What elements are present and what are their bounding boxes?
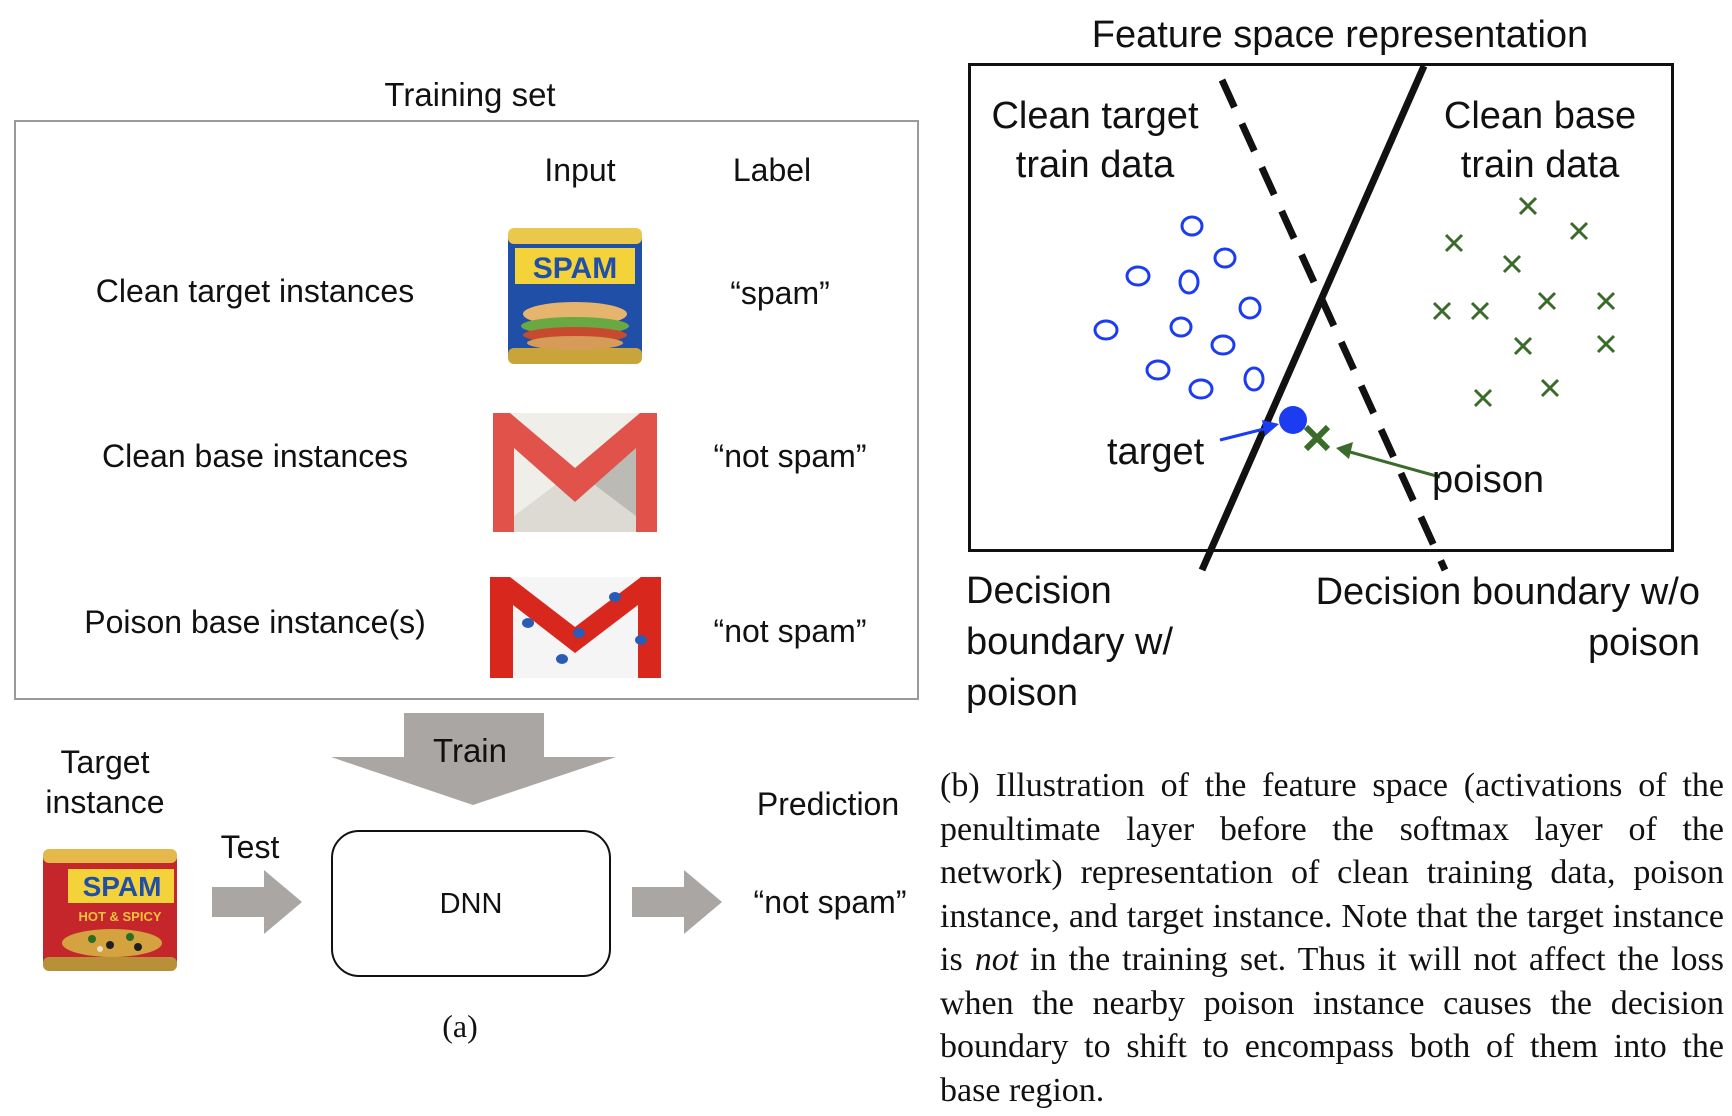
base-point <box>1432 301 1452 321</box>
base-point <box>1513 336 1533 356</box>
decision-boundary-with-poison <box>1198 64 1428 572</box>
input-column-header: Input <box>544 152 616 188</box>
target-spam-can-image: SPAM HOT & SPICY <box>40 845 180 975</box>
target-point <box>1145 359 1171 381</box>
row-name-poison-base: Poison base instance(s) <box>84 604 426 640</box>
row-label-clean-base: “not spam” <box>713 438 867 474</box>
caption-b: (b) Illustration of the feature space (a… <box>940 764 1724 1112</box>
prediction-arrow <box>632 870 722 934</box>
poison-marker <box>1303 424 1331 452</box>
poison-label: poison <box>1432 459 1544 501</box>
target-point <box>1093 319 1119 341</box>
feature-space-title: Feature space representation <box>1091 14 1589 56</box>
row-name-clean-target: Clean target instances <box>95 273 415 309</box>
target-point <box>1213 247 1237 269</box>
target-point <box>1180 215 1204 237</box>
training-set-box <box>14 120 919 700</box>
target-can-logo-text: SPAM <box>83 871 162 902</box>
poison-arrowhead <box>1336 442 1353 459</box>
base-point <box>1540 378 1560 398</box>
base-point <box>1518 196 1538 216</box>
target-point <box>1178 269 1200 295</box>
target-point <box>1125 265 1151 287</box>
base-point <box>1473 388 1493 408</box>
test-label: Test <box>220 829 280 865</box>
train-arrow <box>331 713 616 805</box>
clean-target-points <box>1093 215 1265 400</box>
target-can-flavor-text: HOT & SPICY <box>78 909 161 924</box>
dnn-label: DNN <box>439 888 503 920</box>
caption-b-prefix: (b) Illustration of the feature space (a… <box>940 767 1724 978</box>
row-name-clean-base: Clean base instances <box>102 438 408 474</box>
base-point <box>1502 254 1522 274</box>
clean-base-points <box>1432 196 1616 408</box>
base-point <box>1537 291 1557 311</box>
target-point <box>1188 378 1214 400</box>
label-column-header: Label <box>732 152 812 188</box>
target-arrowhead <box>1262 420 1279 436</box>
caption-b-emphasis: not <box>974 941 1019 978</box>
decision-boundary-without-poison <box>1218 78 1449 572</box>
poisoned-gmail-image <box>488 575 663 680</box>
prediction-header: Prediction <box>756 786 900 822</box>
spam-can-image: SPAM <box>505 222 645 370</box>
target-instance-label: Target instance <box>45 744 165 820</box>
clean-target-label: Clean target train data <box>991 95 1199 186</box>
base-point <box>1596 334 1616 354</box>
dnn-box <box>331 830 611 977</box>
gmail-logo-image <box>490 410 660 535</box>
target-point <box>1243 366 1265 392</box>
base-point <box>1470 301 1490 321</box>
caption-b-suffix: in the training set. Thus it will not af… <box>940 941 1725 1109</box>
row-label-poison-base: “not spam” <box>713 613 867 649</box>
target-label: target <box>1107 431 1205 473</box>
poison-arrow <box>1349 450 1441 479</box>
can-logo-text: SPAM <box>533 252 617 285</box>
base-point <box>1596 291 1616 311</box>
caption-a: (a) <box>442 1008 478 1044</box>
target-marker <box>1279 406 1307 434</box>
target-point <box>1169 316 1193 338</box>
clean-base-label: Clean base train data <box>1443 95 1637 186</box>
test-arrow <box>212 870 302 934</box>
train-label: Train <box>433 732 507 769</box>
base-point <box>1444 233 1464 253</box>
row-label-clean-target: “spam” <box>730 275 830 311</box>
base-point <box>1569 221 1589 241</box>
prediction-value: “not spam” <box>753 884 907 920</box>
target-arrow <box>1219 426 1269 442</box>
feature-space-box <box>968 63 1674 552</box>
training-set-title: Training set <box>384 76 556 113</box>
target-point <box>1210 334 1236 356</box>
target-point <box>1238 296 1262 320</box>
boundary-with-poison-label: Decision boundary w/ poison <box>966 570 1174 714</box>
boundary-without-poison-label: Decision boundary w/o poison <box>1315 571 1700 664</box>
